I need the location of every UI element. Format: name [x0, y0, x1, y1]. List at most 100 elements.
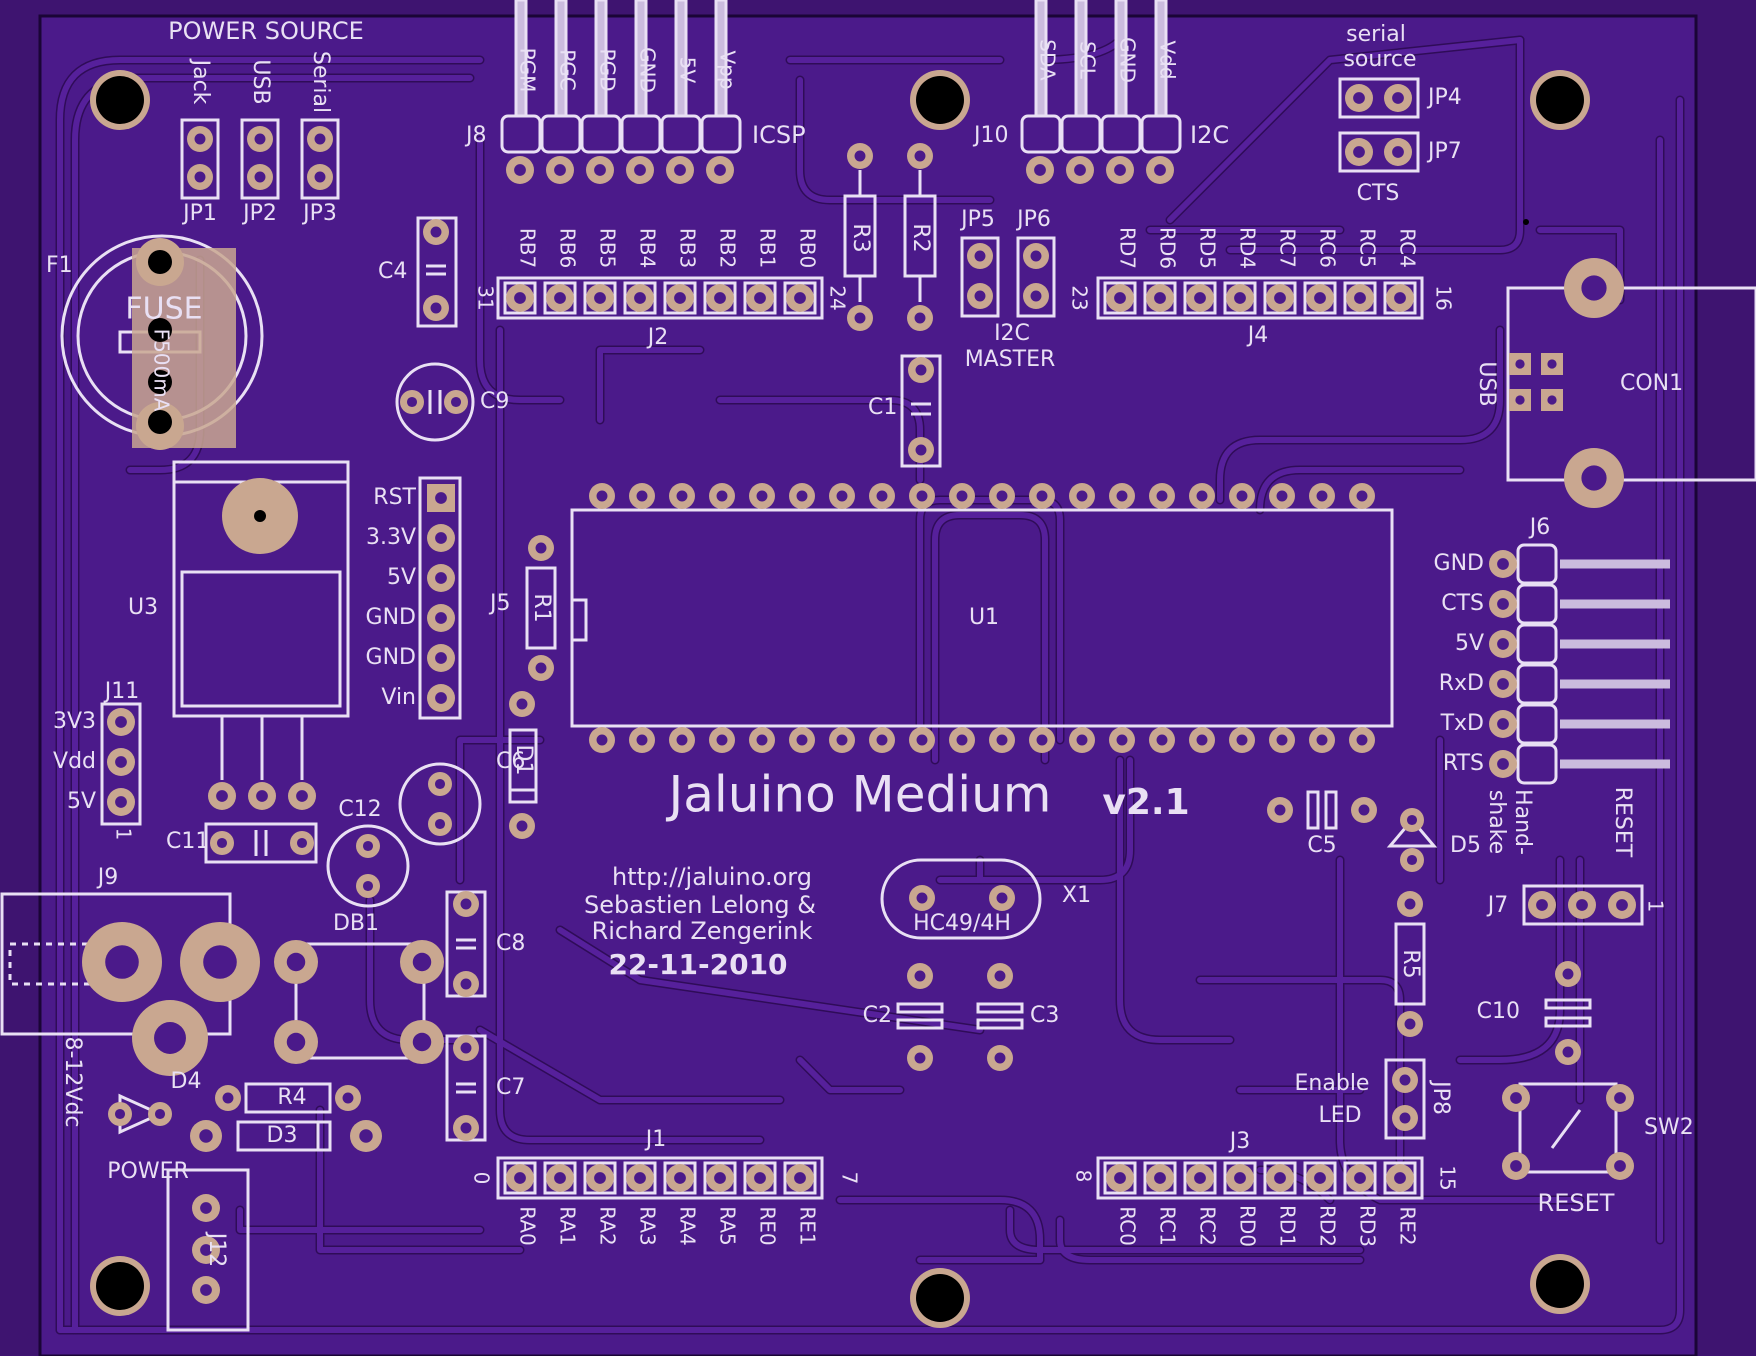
j3-right: 15	[1436, 1165, 1460, 1190]
j1-label: J1	[644, 1127, 667, 1152]
cap-outline	[900, 354, 942, 468]
j2-pin-label: RB3	[676, 228, 700, 268]
header-cell	[1143, 281, 1177, 315]
resistor-body	[903, 194, 937, 278]
drill-hole	[406, 396, 418, 408]
drill-hole	[1614, 1092, 1626, 1104]
jumper-outline	[1338, 77, 1420, 119]
fuse-rating: F500mA	[150, 329, 174, 412]
drill-hole	[1316, 490, 1328, 502]
pads-layer	[82, 84, 1636, 1304]
j2-right: 24	[826, 285, 850, 310]
c3-label: C3	[1030, 1003, 1059, 1028]
fuse-text: FUSE	[125, 292, 202, 327]
switch-outline	[1518, 1082, 1618, 1174]
drill-hole	[1274, 1172, 1286, 1184]
crystal-outline	[880, 858, 1042, 940]
drill-hole	[1236, 490, 1248, 502]
regulator-tab-hole	[254, 510, 266, 522]
credits-date: 22-11-2010	[608, 948, 787, 981]
j5-pin-label: RST	[373, 485, 416, 510]
drill-hole	[1614, 1160, 1626, 1172]
header-body	[660, 114, 702, 154]
drill-hole	[1154, 292, 1166, 304]
drill-hole	[674, 292, 686, 304]
drill-hole	[1515, 395, 1525, 405]
diode-body	[236, 1120, 332, 1152]
d5-label: D5	[1450, 833, 1481, 858]
power-source-heading: POWER SOURCE	[168, 17, 364, 45]
jp7-label: JP7	[1426, 139, 1462, 164]
j1-pin-label: RE1	[796, 1206, 820, 1245]
header-cell	[1103, 281, 1137, 315]
drill-hole	[1394, 1172, 1406, 1184]
j6-label: J6	[1528, 515, 1551, 540]
i2c-pin-label: Vdd	[1156, 40, 1180, 79]
sw2-label: SW2	[1644, 1115, 1694, 1140]
header-cell	[1223, 1161, 1257, 1195]
drill-hole	[1404, 898, 1416, 910]
icsp-pin-label: PGM	[516, 48, 540, 93]
header-body	[1516, 663, 1558, 705]
c12-label: C12	[338, 797, 381, 822]
drill-hole	[216, 790, 228, 802]
j5-pin-label: 3.3V	[366, 525, 416, 550]
jp2-label: JP2	[241, 201, 277, 226]
drill-hole	[194, 133, 206, 145]
j2-pin-label: RB7	[516, 228, 540, 268]
c9-label: C9	[480, 389, 509, 414]
icsp-pin-label: 5V	[676, 57, 700, 84]
drill-hole	[914, 1052, 926, 1064]
drill-hole	[1353, 92, 1365, 104]
r1-label: R1	[529, 593, 554, 622]
u1-label: U1	[969, 605, 999, 630]
drill-hole	[1515, 359, 1525, 369]
header-cell	[703, 1161, 737, 1195]
drill-hole	[1076, 490, 1088, 502]
i2c-pin-label: SCL	[1076, 41, 1100, 80]
header-cell	[1223, 281, 1257, 315]
header-cell	[1183, 281, 1217, 315]
f1-label: F1	[46, 253, 73, 278]
drill-hole	[1536, 899, 1548, 911]
c5-label: C5	[1307, 833, 1336, 858]
drill-hole	[412, 952, 432, 972]
db1-label: DB1	[333, 911, 379, 936]
header-cell	[1383, 1161, 1417, 1195]
drill-hole	[314, 171, 326, 183]
drill-hole	[754, 1172, 766, 1184]
drill-hole	[634, 292, 646, 304]
drill-hole	[1562, 968, 1574, 980]
drill-hole	[535, 662, 547, 674]
usb-label: USB	[248, 59, 273, 104]
con1-label: CON1	[1620, 371, 1683, 396]
drill-hole	[200, 1202, 212, 1214]
j4-pin-label: RC6	[1316, 228, 1340, 268]
header-outline	[100, 702, 142, 826]
c6-label: C6	[496, 749, 525, 774]
drill-hole	[1510, 1160, 1522, 1172]
drill-hole	[1034, 164, 1046, 176]
j4-pin-label: RC7	[1276, 228, 1300, 268]
j2-pin-label: RB0	[796, 228, 820, 268]
jp8-label: JP8	[1428, 1079, 1453, 1115]
drill-hole	[1581, 275, 1607, 301]
header-body	[1516, 743, 1558, 785]
drill-hole	[254, 133, 266, 145]
drill-hole	[1196, 734, 1208, 746]
j2-label: J2	[646, 325, 669, 350]
j11-pin-label: 5V	[67, 789, 96, 814]
j2-pin-label: RB2	[716, 228, 740, 268]
drill-hole	[1581, 465, 1607, 491]
drill-hole	[674, 1172, 686, 1184]
drill-hole	[435, 492, 447, 504]
header-body	[540, 114, 582, 154]
rect	[1306, 790, 1320, 830]
drill-hole	[460, 978, 472, 990]
j1-pin-label: RA4	[676, 1206, 700, 1246]
header-body	[620, 114, 662, 154]
credits-author: Sebastien Lelong &	[584, 891, 816, 919]
drill-hole	[1497, 598, 1509, 610]
header-body	[1516, 543, 1558, 585]
